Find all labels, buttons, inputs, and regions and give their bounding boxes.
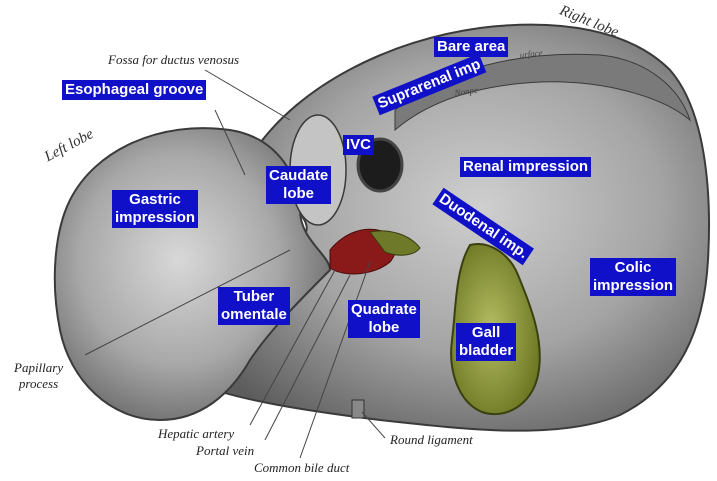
tuber-omentale-label: Tuber omentale — [218, 287, 290, 325]
ivc-label: IVC — [343, 135, 374, 155]
papillary-process-caption: Papillary process — [14, 360, 63, 392]
colic-impression-text-1: Colic — [593, 259, 673, 277]
fossa-ductus-venosus-caption: Fossa for ductus venosus — [108, 52, 239, 68]
bare-area-text: Bare area — [437, 38, 505, 56]
colic-impression-text-2: impression — [593, 277, 673, 295]
ivc-text: IVC — [346, 136, 371, 154]
papillary-process-text-2: process — [14, 376, 63, 392]
tuber-omentale-text-2: omentale — [221, 306, 287, 324]
gall-bladder-label: Gall bladder — [456, 323, 516, 361]
esophageal-groove-label: Esophageal groove — [62, 80, 206, 100]
bare-area-label: Bare area — [434, 37, 508, 57]
gastric-impression-label: Gastric impression — [112, 190, 198, 228]
portal-vein-caption: Portal vein — [196, 443, 254, 459]
gall-bladder-text-1: Gall — [459, 324, 513, 342]
caudate-lobe-text-2: lobe — [269, 185, 328, 203]
tuber-omentale-text-1: Tuber — [221, 288, 287, 306]
papillary-process-text-1: Papillary — [14, 360, 63, 376]
quadrate-lobe-label: Quadrate lobe — [348, 300, 420, 338]
common-bile-duct-caption: Common bile duct — [254, 460, 349, 476]
gall-bladder-text-2: bladder — [459, 342, 513, 360]
round-ligament-caption: Round ligament — [390, 432, 473, 448]
renal-impression-text: Renal impression — [463, 158, 588, 176]
gastric-impression-text-1: Gastric — [115, 191, 195, 209]
quadrate-lobe-text-2: lobe — [351, 319, 417, 337]
gastric-impression-text-2: impression — [115, 209, 195, 227]
caudate-lobe-label: Caudate lobe — [266, 166, 331, 204]
renal-impression-label: Renal impression — [460, 157, 591, 177]
esophageal-groove-text: Esophageal groove — [65, 81, 203, 99]
round-ligament-shape — [352, 400, 364, 418]
caudate-lobe-text-1: Caudate — [269, 167, 328, 185]
hepatic-artery-caption: Hepatic artery — [158, 426, 234, 442]
colic-impression-label: Colic impression — [590, 258, 676, 296]
quadrate-lobe-text-1: Quadrate — [351, 301, 417, 319]
